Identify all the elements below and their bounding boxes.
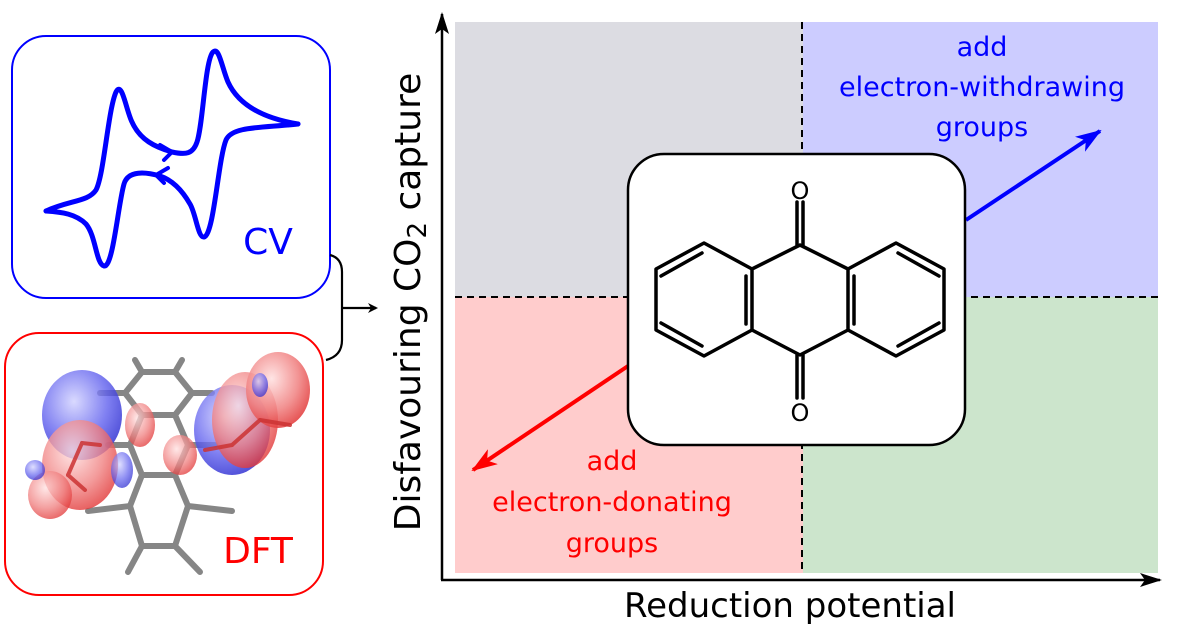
cyclic-voltammogram-icon xyxy=(43,48,301,269)
oxygen-label-bottom: O xyxy=(791,399,810,427)
cv-panel: CV xyxy=(11,35,331,299)
donating-line-3: groups xyxy=(566,528,658,559)
withdrawing-line-2: electron-withdrawing xyxy=(839,72,1125,103)
molecular-orbital-render xyxy=(25,352,310,575)
withdrawing-line-1: add xyxy=(957,32,1008,63)
combine-bracket xyxy=(325,253,378,362)
molecule-panel: O O xyxy=(626,152,967,447)
donating-annotation: add electron-donating groups xyxy=(471,364,732,559)
donating-line-2: electron-donating xyxy=(492,487,732,518)
donating-arrow xyxy=(471,364,630,472)
y-axis-label: Disfavouring CO2 capture xyxy=(388,73,433,532)
cv-label: CV xyxy=(243,222,293,263)
dft-panel: DFT xyxy=(4,332,324,596)
oxygen-label-top: O xyxy=(791,177,810,205)
withdrawing-annotation: add electron-withdrawing groups xyxy=(839,32,1125,222)
donating-line-1: add xyxy=(587,446,638,477)
dft-label: DFT xyxy=(223,531,294,572)
anthraquinone-structure xyxy=(654,200,946,400)
withdrawing-line-3: groups xyxy=(936,112,1028,143)
withdrawing-arrow xyxy=(964,129,1102,222)
x-axis-label: Reduction potential xyxy=(624,586,956,626)
